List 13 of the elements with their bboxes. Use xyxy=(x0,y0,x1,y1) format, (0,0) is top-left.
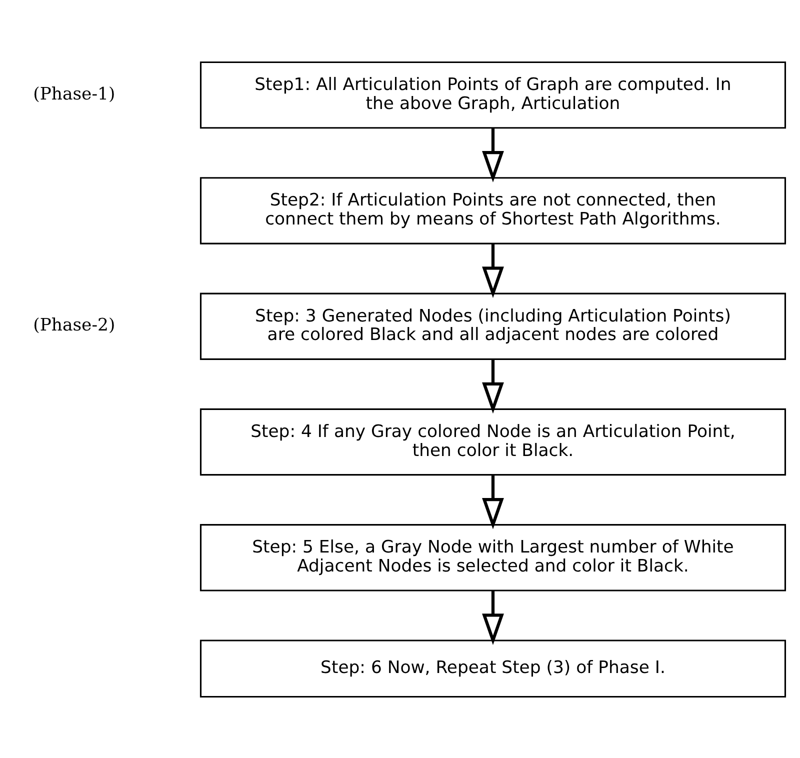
arrow xyxy=(482,127,504,182)
label: (Phase-2) xyxy=(33,315,116,336)
node-box: Step: 5 Else, a Gray Node with Largest number of White Adjacent Nodes is selected and color it Black. xyxy=(200,524,786,591)
arrow xyxy=(482,474,504,529)
arrow xyxy=(482,358,504,414)
arrow xyxy=(482,590,504,644)
node-box: Step: 3 Generated Nodes (including Articulation Points) are colored Black and all adjacent nodes are colored xyxy=(200,292,786,360)
node-box: Step2: If Articulation Points are not connected, then connect them by means of Shortest Path Algorithms. xyxy=(200,176,786,244)
node-box: Step1: All Articulation Points of Graph are computed. In the above Graph, Articulation xyxy=(200,60,786,128)
arrow xyxy=(482,243,504,298)
node-box: Step: 4 If any Gray colored Node is an Articulation Point, then color it Black. xyxy=(200,408,786,476)
node-box: Step: 6 Now, Repeat Step (3) of Phase I. xyxy=(200,639,786,698)
label: (Phase-1) xyxy=(33,84,116,104)
